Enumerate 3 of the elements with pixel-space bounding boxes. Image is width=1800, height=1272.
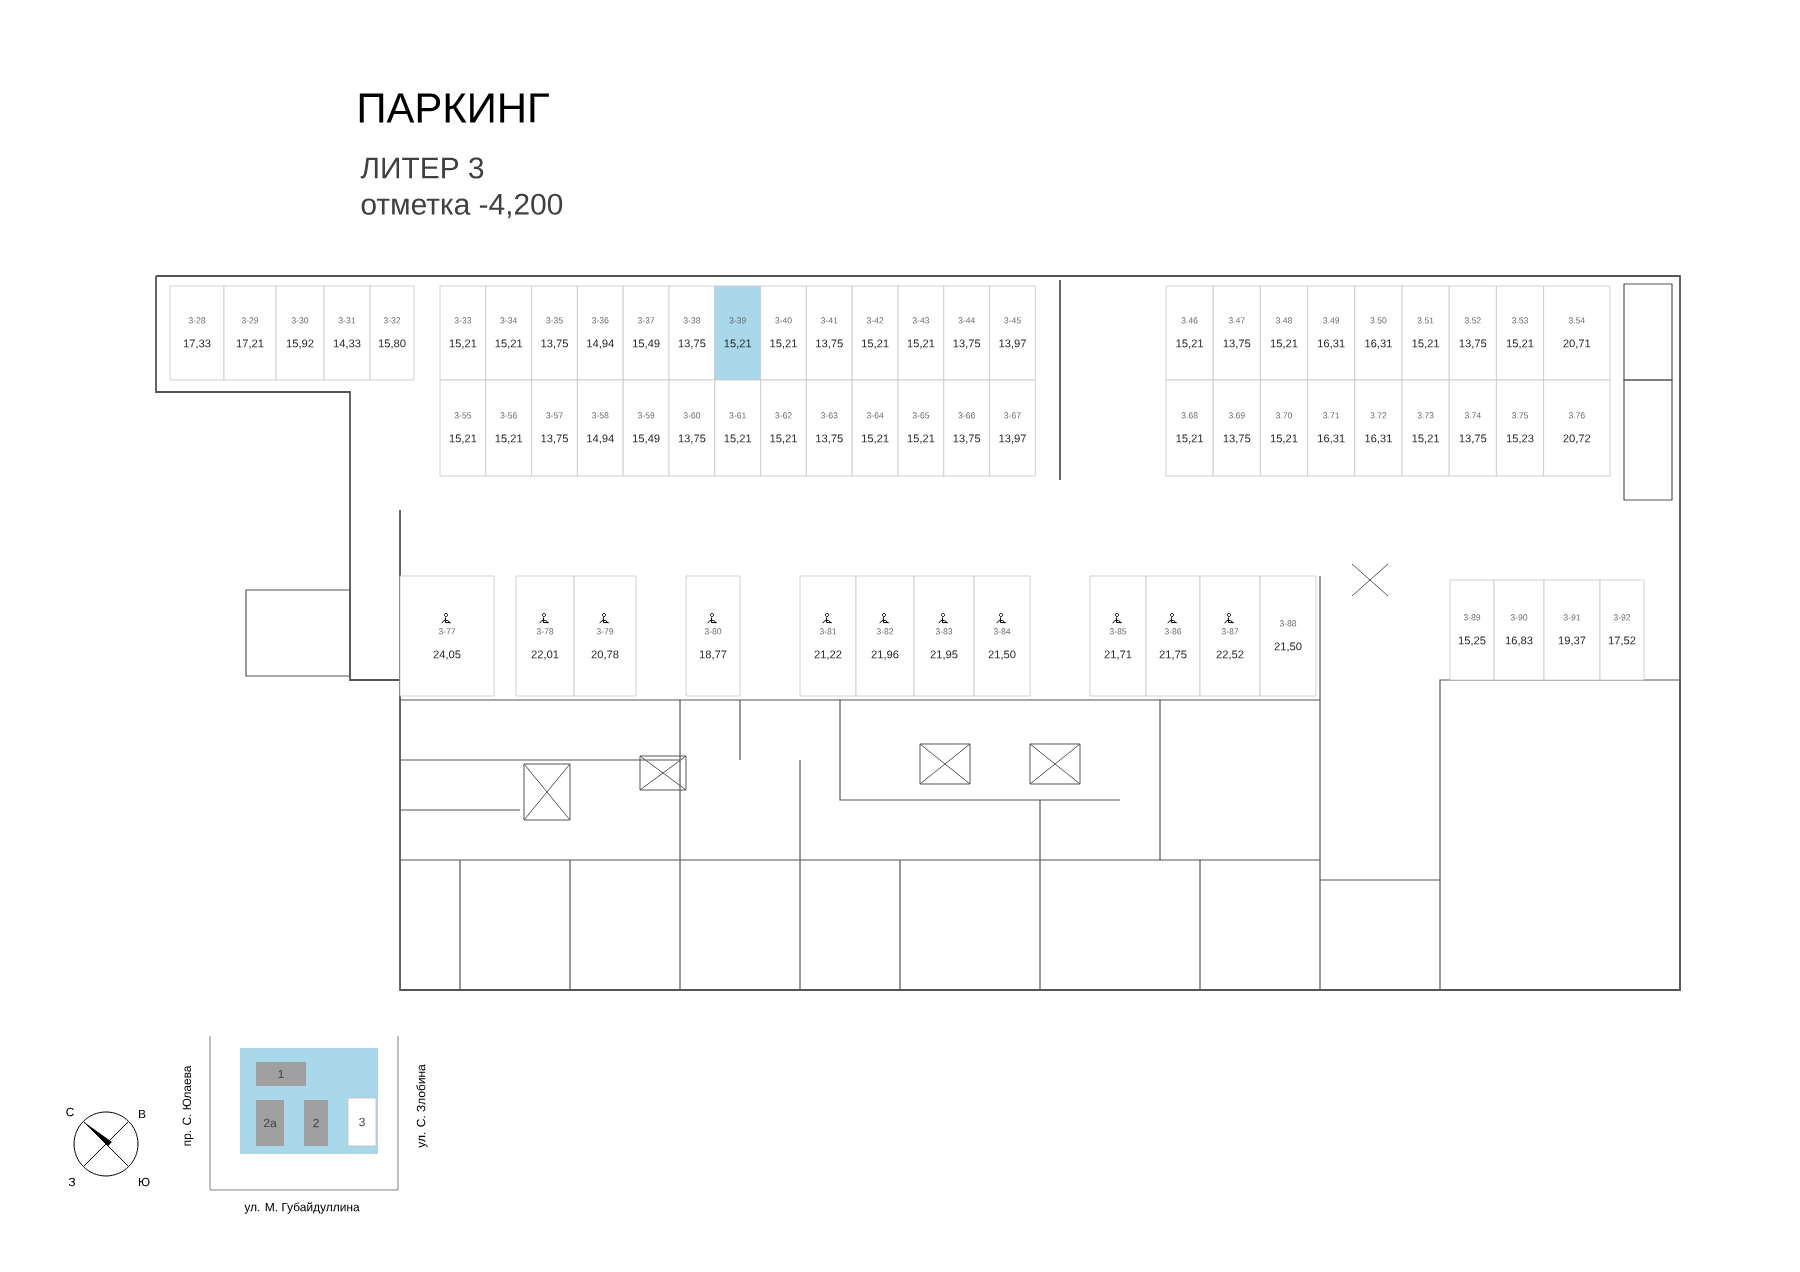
title: ПАРКИНГ xyxy=(359,93,549,123)
subtitle: ЛИТЕР 3 xyxy=(360,157,484,179)
subtitle: отметка -4,200 xyxy=(361,193,563,219)
